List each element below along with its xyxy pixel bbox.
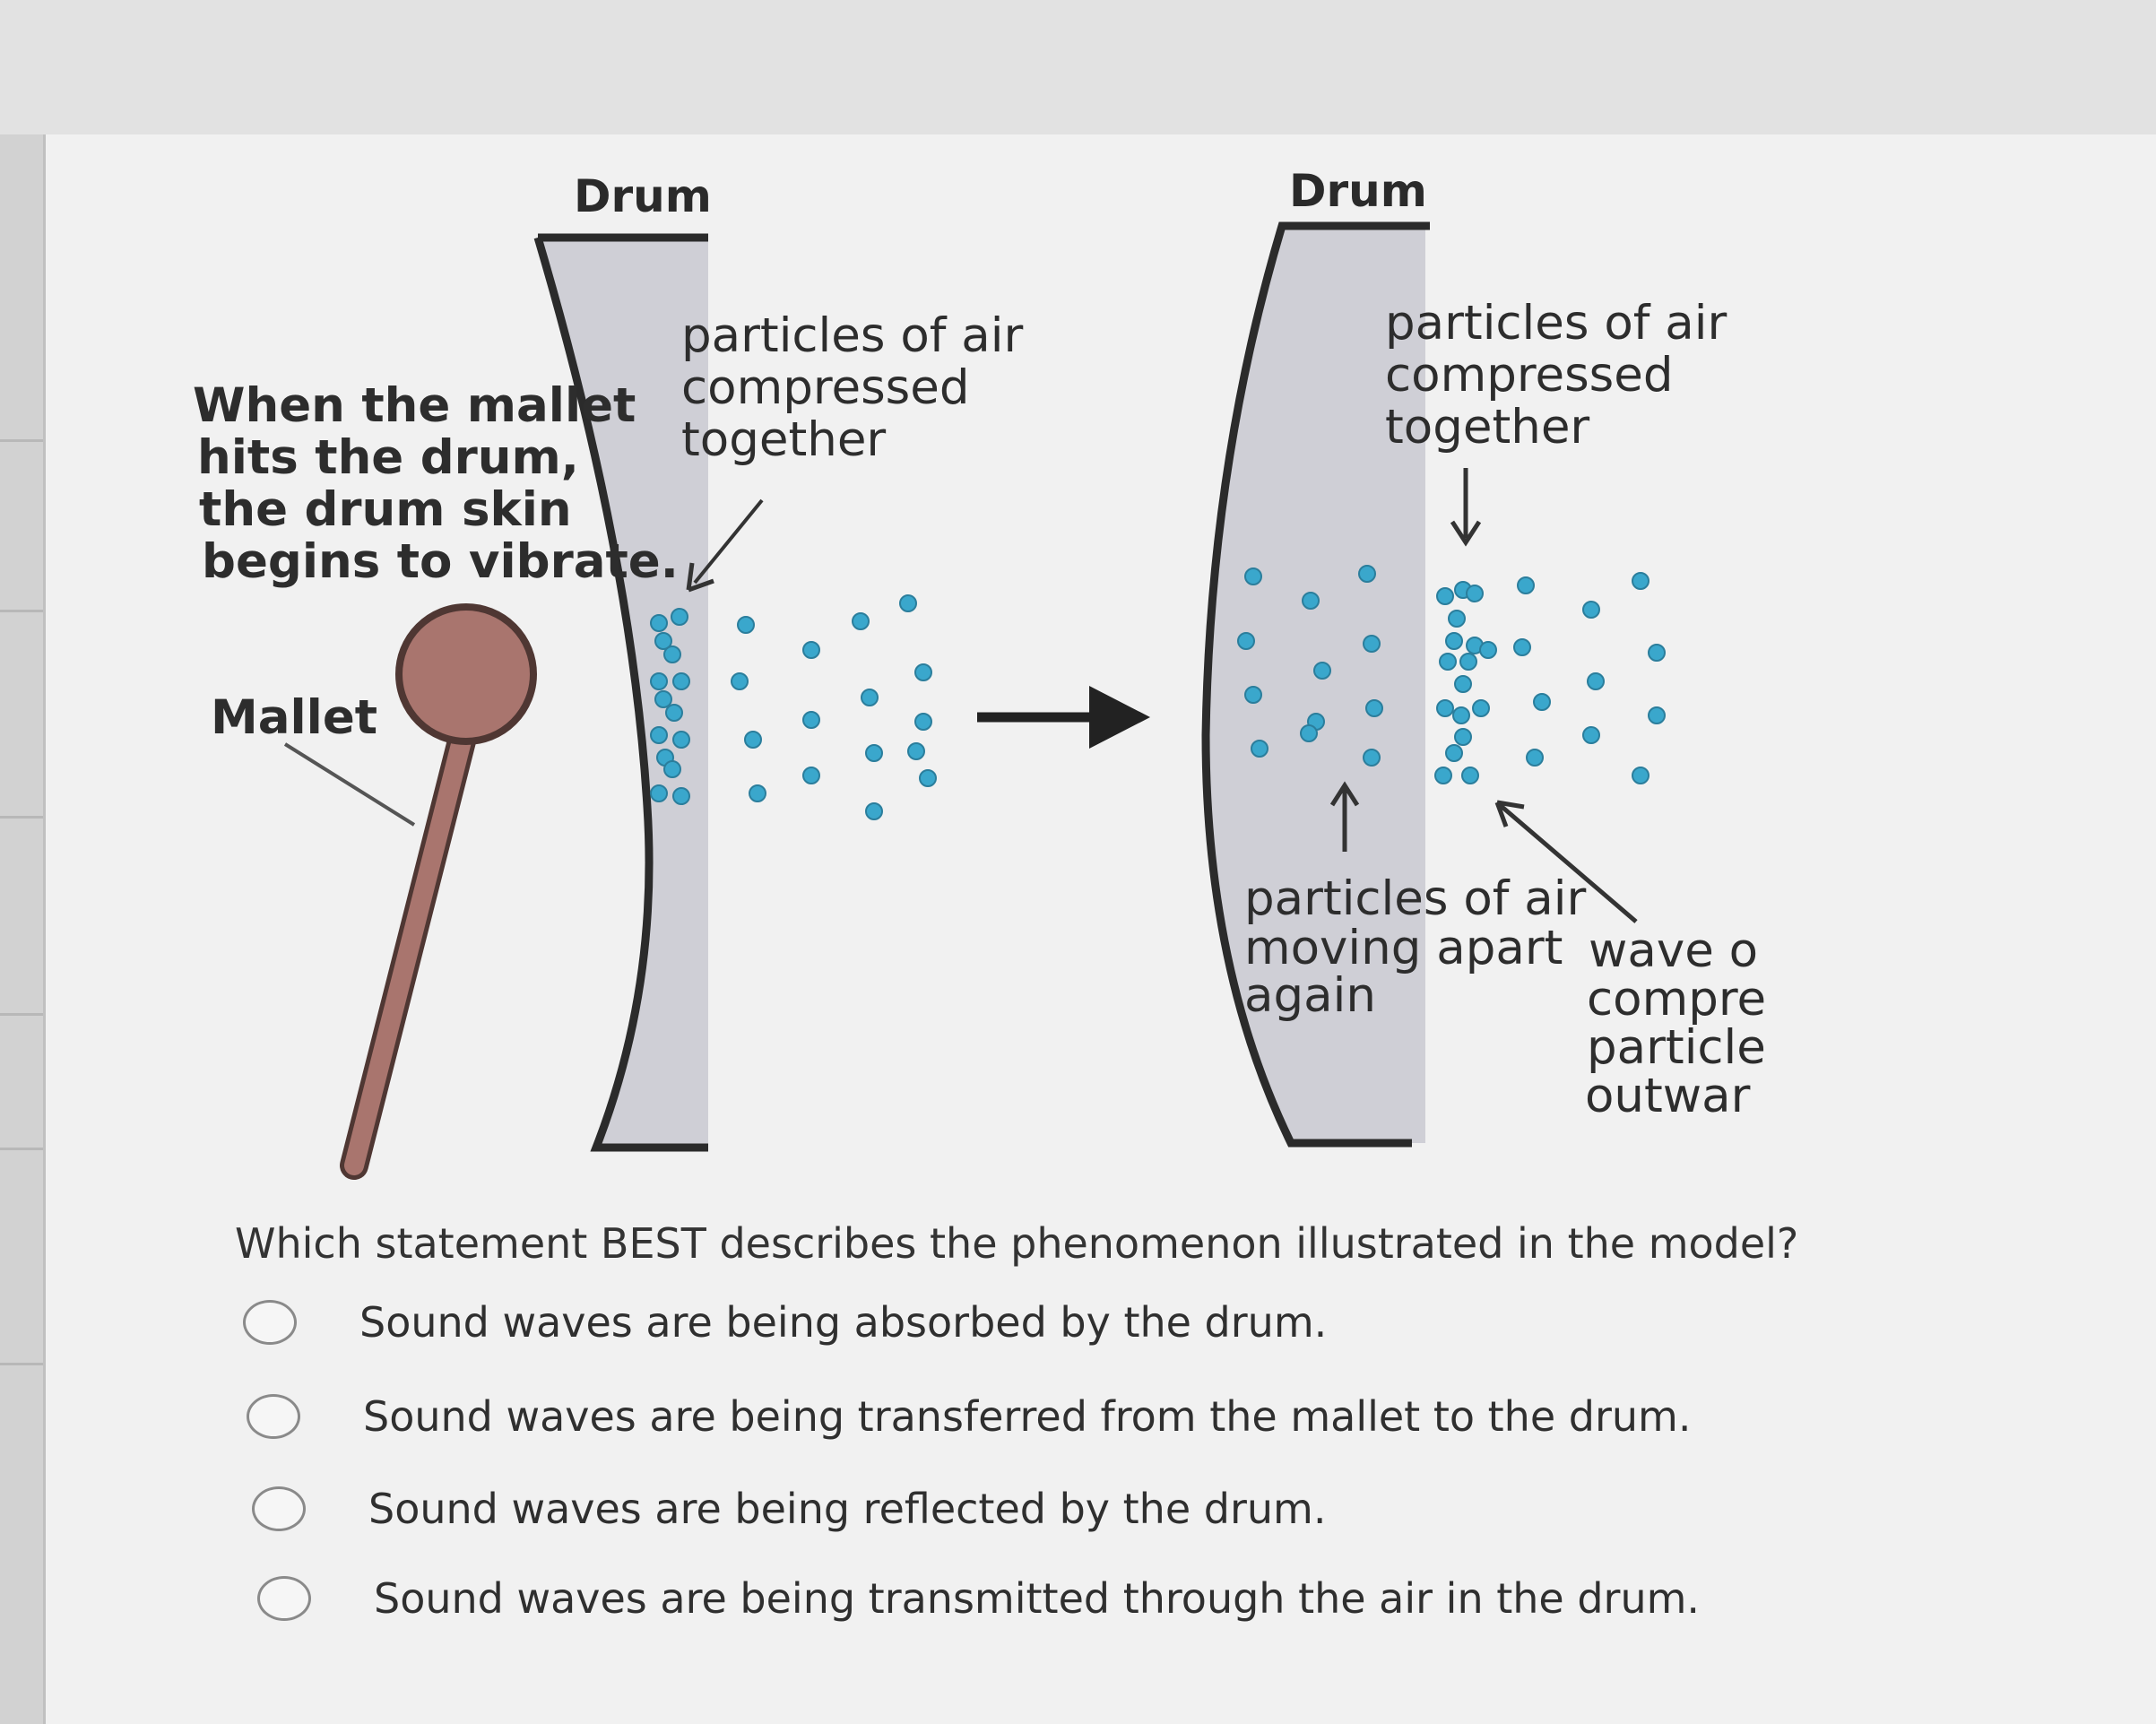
air-particle: [1632, 767, 1649, 784]
air-particle: [1440, 654, 1456, 670]
air-particle: [866, 803, 882, 819]
air-particle: [1632, 573, 1649, 589]
air-particle: [651, 785, 667, 801]
air-particle: [655, 691, 671, 707]
air-particle: [1462, 767, 1478, 784]
air-particle: [1314, 663, 1330, 679]
air-particle: [862, 689, 878, 706]
mallet-pointer-line: [285, 744, 414, 825]
air-particle: [803, 712, 819, 728]
left-drum-title: Drum: [574, 170, 712, 222]
air-particle: [1437, 700, 1453, 716]
air-particle: [651, 615, 667, 631]
air-particle: [651, 727, 667, 743]
air-particle: [1251, 741, 1268, 757]
air-particle: [664, 646, 680, 663]
air-particle: [1449, 611, 1465, 627]
radio-button-c[interactable]: [252, 1486, 306, 1531]
air-particle: [1480, 642, 1496, 658]
air-particle: [1364, 749, 1380, 766]
air-particle: [1453, 707, 1469, 723]
question-text: Which statement BEST describes the pheno…: [235, 1219, 1849, 1268]
air-particle: [908, 743, 924, 759]
air-particle: [1518, 577, 1534, 593]
air-particle: [853, 613, 869, 629]
air-particle: [1455, 676, 1471, 692]
air-particle: [1455, 729, 1471, 745]
air-particle: [671, 609, 688, 625]
wave-label: wave o compre particle outwar: [1585, 923, 1781, 1123]
air-particle: [1473, 700, 1489, 716]
air-particle: [900, 595, 916, 611]
answer-option-a[interactable]: Sound waves are being absorbed by the dr…: [243, 1298, 1327, 1347]
air-particle: [1238, 633, 1254, 649]
answer-option-c[interactable]: Sound waves are being reflected by the d…: [252, 1485, 1326, 1533]
air-particle: [1359, 566, 1375, 582]
drum-sound-wave-diagram: Drum When the mallet hits the drum, the …: [0, 0, 2156, 1201]
air-particle: [738, 617, 754, 633]
air-particle: [745, 732, 761, 748]
air-particle: [664, 761, 680, 777]
air-particle: [803, 767, 819, 784]
mallet: [354, 607, 533, 1165]
answer-option-a-label: Sound waves are being absorbed by the dr…: [359, 1298, 1327, 1347]
radio-button-b[interactable]: [247, 1394, 300, 1439]
air-particle: [1366, 700, 1382, 716]
air-particle: [1435, 767, 1451, 784]
transition-arrow: [977, 686, 1150, 749]
air-particle: [1303, 593, 1319, 609]
right-particles-label: particles of air compressed together: [1385, 296, 1742, 455]
air-particle: [866, 745, 882, 761]
air-particle: [915, 664, 931, 680]
air-particle: [1649, 645, 1665, 661]
air-particle: [651, 673, 667, 689]
air-particle: [1467, 585, 1483, 602]
answer-option-b-label: Sound waves are being transferred from t…: [363, 1392, 1691, 1441]
air-particle: [1460, 654, 1476, 670]
air-particle: [1446, 633, 1462, 649]
air-particle: [1527, 749, 1543, 766]
air-particle: [1437, 588, 1453, 604]
air-particle: [1446, 745, 1462, 761]
right-drum-title: Drum: [1289, 165, 1427, 217]
air-particle: [920, 770, 936, 786]
air-particle: [673, 673, 689, 689]
air-particle: [1514, 639, 1530, 655]
air-particle: [1534, 694, 1550, 710]
answer-option-c-label: Sound waves are being reflected by the d…: [368, 1485, 1326, 1533]
answer-option-d-label: Sound waves are being transmitted throug…: [374, 1574, 1700, 1623]
air-particle: [915, 714, 931, 730]
air-particle: [1583, 602, 1599, 618]
air-particle: [673, 788, 689, 804]
air-particle: [803, 642, 819, 658]
left-particles-label: particles of air compressed together: [681, 308, 1038, 467]
air-particle: [673, 732, 689, 748]
air-particle: [1245, 568, 1261, 585]
air-particle: [666, 705, 682, 721]
mallet-label: Mallet: [211, 690, 377, 745]
air-particle: [1588, 673, 1604, 689]
air-particle: [749, 785, 766, 801]
answer-option-d[interactable]: Sound waves are being transmitted throug…: [257, 1574, 1700, 1623]
air-particle: [732, 673, 748, 689]
radio-button-d[interactable]: [257, 1576, 311, 1621]
air-particle: [1364, 636, 1380, 652]
answer-option-b[interactable]: Sound waves are being transferred from t…: [247, 1392, 1691, 1441]
air-particle: [1649, 707, 1665, 723]
air-particle: [1245, 687, 1261, 703]
air-particle: [1583, 727, 1599, 743]
air-particle: [1301, 725, 1317, 741]
radio-button-a[interactable]: [243, 1300, 297, 1345]
